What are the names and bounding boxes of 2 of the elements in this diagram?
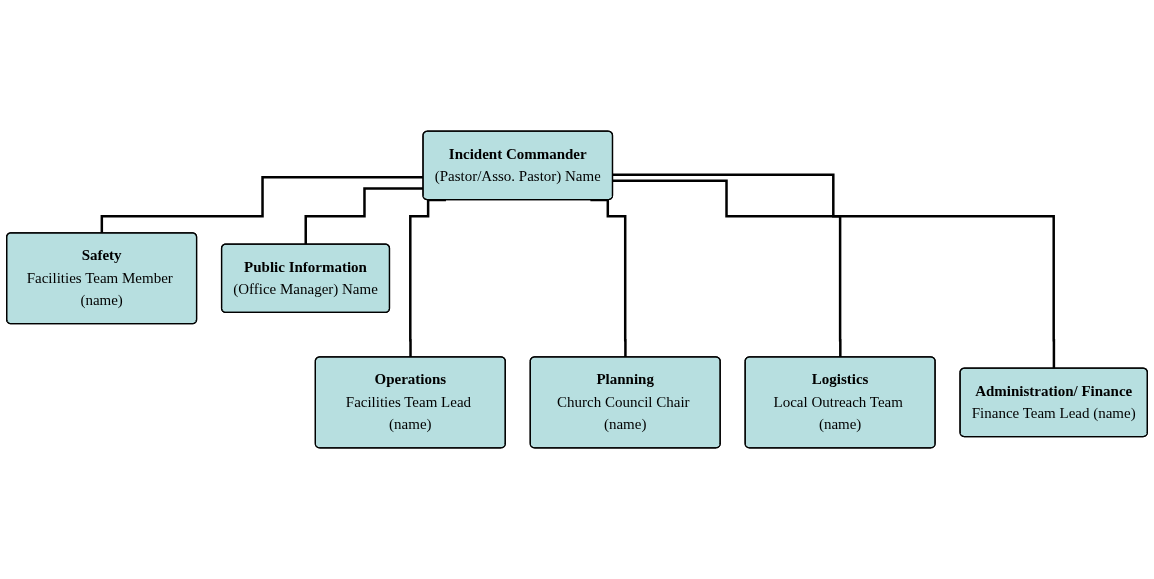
connector — [304, 187, 424, 246]
connector — [612, 173, 1056, 370]
